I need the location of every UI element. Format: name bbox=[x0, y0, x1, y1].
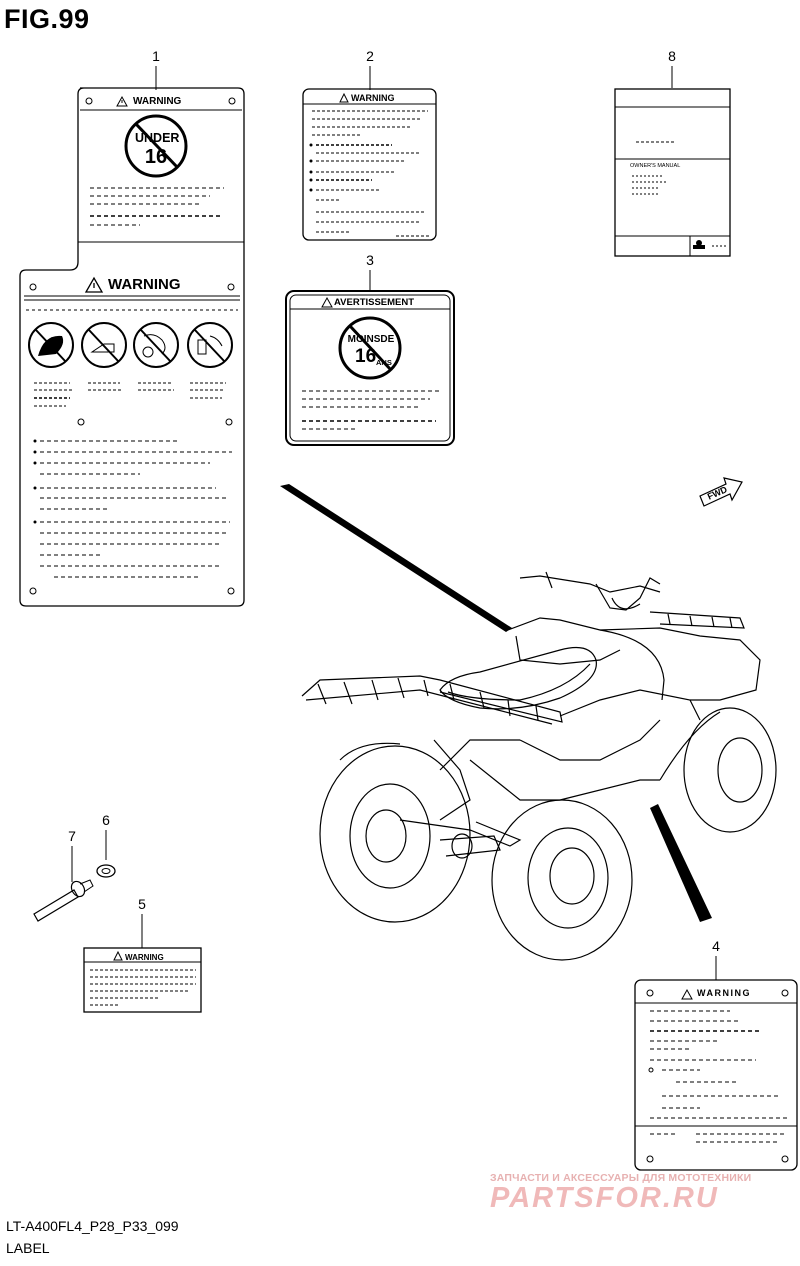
label-2-warning-text: WARNING bbox=[351, 93, 395, 103]
atv-drawing bbox=[301, 571, 777, 961]
label-5-warning-text: WARNING bbox=[125, 953, 164, 962]
label-3 bbox=[285, 290, 455, 446]
callout-4: 4 bbox=[712, 938, 720, 954]
pointer-wedge-upper bbox=[280, 484, 512, 632]
label-2 bbox=[302, 88, 437, 241]
label-1-bottom-warning-text: WARNING bbox=[108, 276, 181, 293]
label-3-moinsde-text: MOINSDE bbox=[347, 334, 395, 345]
watermark-logo: PARTSFOR.RU bbox=[490, 1182, 719, 1214]
callout-5: 5 bbox=[138, 896, 146, 912]
label-1-under-number: 16 bbox=[144, 146, 168, 168]
figure-title: FIG.99 bbox=[4, 4, 90, 34]
callout-8: 8 bbox=[668, 48, 676, 64]
label-5 bbox=[83, 947, 202, 1013]
callout-7: 7 bbox=[68, 828, 76, 844]
label-1-top-warning-text: WARNING bbox=[133, 96, 182, 107]
label-4-warning-text: WARNING bbox=[697, 988, 751, 998]
label-4 bbox=[634, 979, 798, 1171]
pointer-wedge-lower bbox=[650, 804, 712, 922]
callout-3: 3 bbox=[366, 252, 374, 268]
label-1-under-text: UNDER bbox=[135, 131, 180, 145]
watermark-tagline: ЗАПЧАСТИ И АКСЕССУАРЫ ДЛЯ МОТОТЕХНИКИ bbox=[490, 1172, 752, 1184]
callout-2: 2 bbox=[366, 48, 374, 64]
fwd-arrow-icon bbox=[699, 477, 743, 507]
label-3-warning-text: AVERTISSEMENT bbox=[334, 297, 415, 308]
label-3-number: 16 bbox=[355, 346, 377, 367]
rivet-part-7 bbox=[33, 879, 94, 922]
label-3-ans-text: ANS bbox=[376, 358, 392, 367]
label-8-manual-text: OWNER'S MANUAL bbox=[630, 163, 681, 169]
callout-6: 6 bbox=[102, 812, 110, 828]
washer-part-6 bbox=[96, 864, 116, 878]
label-8 bbox=[614, 88, 731, 257]
label-1 bbox=[19, 87, 245, 607]
figure-code: LT-A400FL4_P28_P33_099 bbox=[6, 1218, 179, 1234]
callout-1: 1 bbox=[152, 48, 160, 64]
figure-name: LABEL bbox=[6, 1240, 50, 1256]
